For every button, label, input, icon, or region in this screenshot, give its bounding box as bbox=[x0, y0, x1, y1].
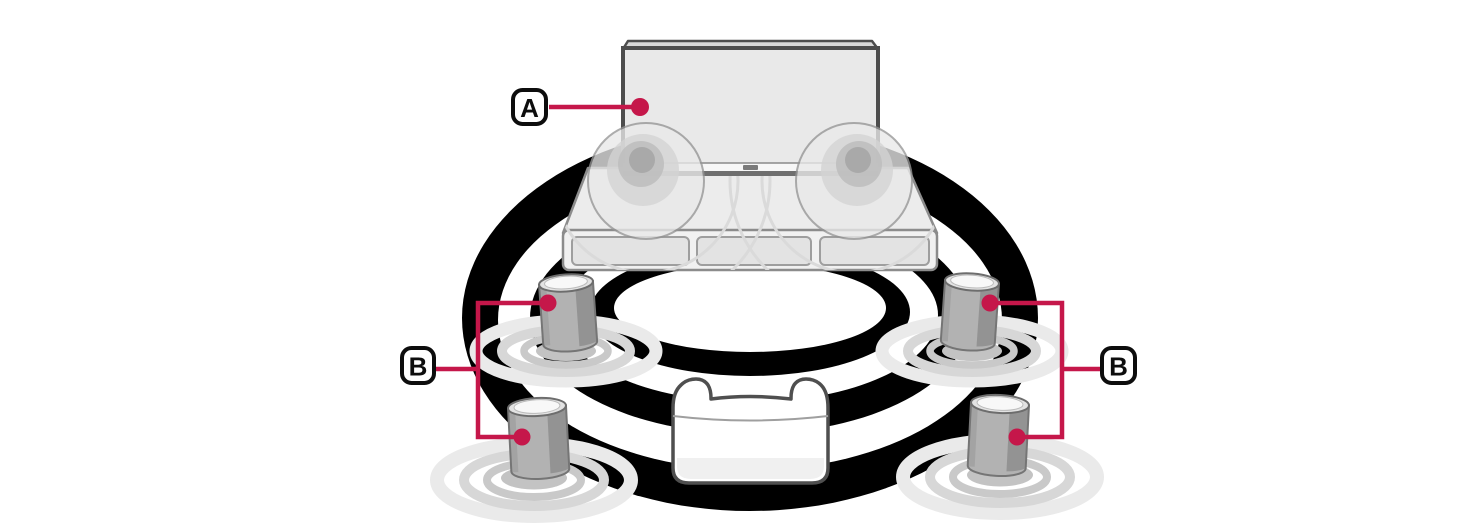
tv-stand-drawer bbox=[696, 236, 812, 266]
callout-b-right-bracket bbox=[990, 300, 1102, 440]
callout-b-left-dot-front bbox=[539, 294, 557, 312]
callout-b-left-box bbox=[400, 346, 436, 385]
sofa-body bbox=[671, 377, 830, 485]
callout-b-left-bracket bbox=[436, 300, 548, 440]
tv-logo bbox=[743, 165, 758, 170]
callout-a-letter: A bbox=[520, 93, 539, 123]
rear-left-speaker bbox=[506, 396, 571, 481]
tv-sound-waves-left bbox=[587, 122, 705, 240]
tv-base-bar bbox=[623, 171, 878, 176]
sofa-bottom-shade bbox=[677, 458, 824, 479]
callout-b-left: B bbox=[400, 294, 557, 446]
tv-sound-arcs-on-stand bbox=[563, 168, 937, 270]
tv-sound-waves-right bbox=[795, 122, 913, 240]
callout-b-left-dot-rear bbox=[513, 428, 531, 446]
callout-b-right-dot-rear bbox=[1008, 428, 1026, 446]
callout-b-left-letter: B bbox=[409, 352, 428, 382]
tv-stand-drawer bbox=[571, 236, 690, 266]
rear-right-speaker bbox=[966, 393, 1031, 478]
callout-a-dot bbox=[631, 98, 649, 116]
callout-b-right-dot-front bbox=[981, 294, 999, 312]
wave-ring bbox=[614, 264, 886, 352]
callout-b-right-letter: B bbox=[1109, 352, 1128, 382]
sofa bbox=[671, 377, 830, 485]
callout-a-box bbox=[511, 88, 548, 126]
front-left-speaker bbox=[537, 273, 599, 353]
callout-a: A bbox=[511, 88, 649, 126]
sofa-crease bbox=[672, 415, 829, 422]
callout-b-right-box bbox=[1100, 346, 1137, 385]
front-right-speaker bbox=[939, 272, 1001, 352]
callout-b-right: B bbox=[981, 294, 1137, 446]
